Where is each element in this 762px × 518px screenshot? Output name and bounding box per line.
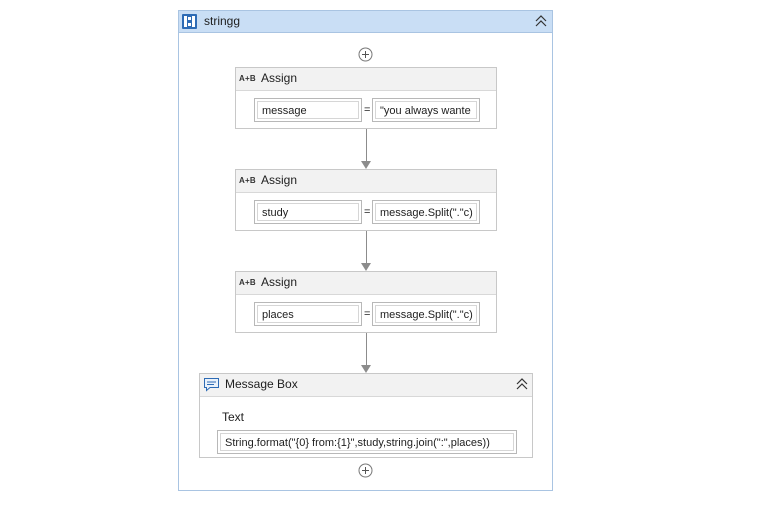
message-box-icon	[204, 378, 219, 392]
message-box-header[interactable]: Message Box	[200, 374, 532, 397]
equals-sign: =	[364, 308, 371, 320]
connector-line	[366, 333, 367, 365]
collapse-icon[interactable]	[514, 376, 530, 392]
equals-sign: =	[364, 206, 371, 218]
assign-icon: A+B	[239, 176, 256, 185]
add-activity-icon[interactable]	[358, 47, 373, 62]
connector-arrow	[361, 161, 371, 169]
assign-to-value[interactable]: study	[257, 203, 359, 221]
connector-line	[366, 129, 367, 161]
assign-title: Assign	[261, 275, 298, 289]
assign-to-field[interactable]: study	[254, 200, 362, 224]
collapse-icon[interactable]	[533, 13, 549, 29]
assign-value[interactable]: "you always wante	[375, 101, 477, 119]
assign-activity-places[interactable]: A+B Assign places = message.Split("."c)	[235, 271, 497, 333]
assign-header[interactable]: A+B Assign	[236, 272, 496, 295]
assign-to-value[interactable]: message	[257, 101, 359, 119]
sequence-title: stringg	[204, 14, 241, 28]
connector-arrow	[361, 365, 371, 373]
assign-title: Assign	[261, 173, 298, 187]
assign-activity-message[interactable]: A+B Assign message = "you always wante	[235, 67, 497, 129]
equals-sign: =	[364, 104, 371, 116]
assign-to-value[interactable]: places	[257, 305, 359, 323]
connector-arrow	[361, 263, 371, 271]
assign-header[interactable]: A+B Assign	[236, 68, 496, 91]
connector-line	[366, 231, 367, 263]
assign-value-field[interactable]: message.Split("."c)	[372, 200, 480, 224]
assign-activity-study[interactable]: A+B Assign study = message.Split("."c)	[235, 169, 497, 231]
assign-value-field[interactable]: "you always wante	[372, 98, 480, 122]
assign-header[interactable]: A+B Assign	[236, 170, 496, 193]
assign-value[interactable]: message.Split("."c)	[375, 305, 477, 323]
assign-to-field[interactable]: message	[254, 98, 362, 122]
assign-value-field[interactable]: message.Split("."c)	[372, 302, 480, 326]
sequence-header[interactable]: stringg	[179, 11, 552, 33]
message-box-title: Message Box	[225, 377, 298, 391]
assign-value[interactable]: message.Split("."c)	[375, 203, 477, 221]
sequence-icon	[182, 14, 197, 29]
assign-icon: A+B	[239, 74, 256, 83]
add-activity-icon[interactable]	[358, 463, 373, 478]
assign-icon: A+B	[239, 278, 256, 287]
text-field[interactable]: String.format("{0} from:{1}",study,strin…	[217, 430, 517, 454]
text-label: Text	[222, 410, 245, 424]
assign-title: Assign	[261, 71, 298, 85]
text-value[interactable]: String.format("{0} from:{1}",study,strin…	[220, 433, 514, 451]
assign-to-field[interactable]: places	[254, 302, 362, 326]
message-box-activity[interactable]: Message Box Text String.format("{0} from…	[199, 373, 533, 458]
